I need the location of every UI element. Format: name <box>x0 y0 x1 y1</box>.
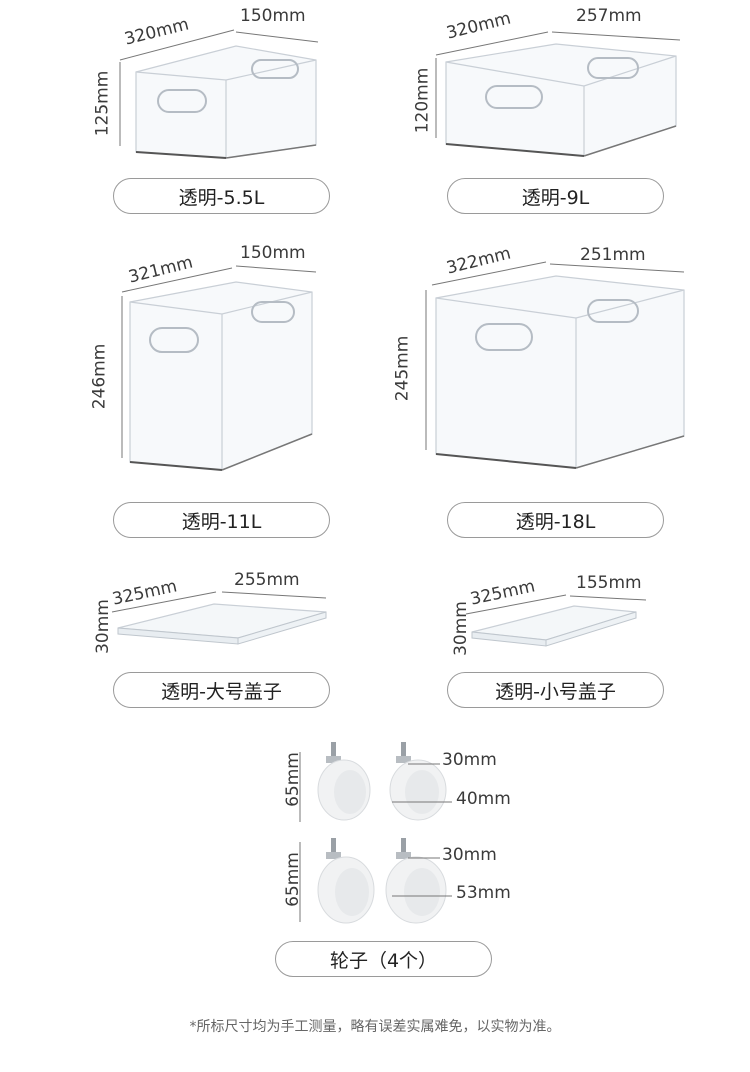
label-pill: 透明-11L <box>113 502 330 538</box>
dim-width: 251mm <box>580 245 646 265</box>
wheel-stem: 30mm <box>442 845 497 865</box>
dim-width: 257mm <box>576 6 642 26</box>
dim-width: 150mm <box>240 6 306 26</box>
dim-width: 255mm <box>234 570 300 590</box>
label-pill: 透明-小号盖子 <box>447 672 664 708</box>
label-pill: 透明-18L <box>447 502 664 538</box>
wheels-label-pill: 轮子（4个） <box>275 941 492 977</box>
caster-wheel-4 <box>385 838 447 924</box>
dim-width: 150mm <box>240 243 306 263</box>
footnote: *所标尺寸均为手工测量，略有误差实属难免，以实物为准。 <box>189 1019 561 1035</box>
label-pill: 透明-9L <box>447 178 664 214</box>
wheel-stem: 30mm <box>442 750 497 770</box>
label-pill: 透明-大号盖子 <box>113 672 330 708</box>
caster-wheel-1 <box>317 742 371 821</box>
caster-wheel-2 <box>389 742 447 821</box>
dim-width: 155mm <box>576 573 642 593</box>
wheel-width: 40mm <box>456 789 511 809</box>
label-pill: 透明-5.5L <box>113 178 330 214</box>
caster-wheel-3 <box>317 838 375 924</box>
wheel-width: 53mm <box>456 883 511 903</box>
